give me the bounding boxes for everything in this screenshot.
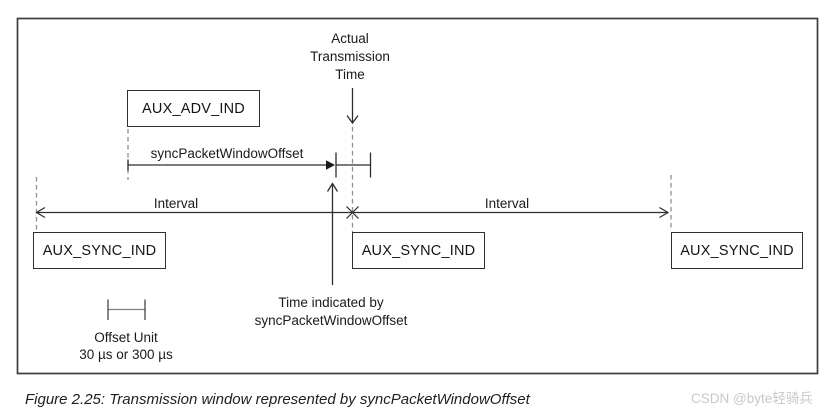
aux-sync-ind-label-3: AUX_SYNC_IND	[680, 242, 794, 259]
actual-transmission-line1: Actual	[331, 31, 369, 46]
figure-caption: Figure 2.25: Transmission window represe…	[25, 391, 530, 408]
offset-unit-label: Offset Unit 30 µs or 300 µs	[79, 329, 173, 363]
aux-sync-ind-box-1: AUX_SYNC_IND	[33, 232, 166, 269]
time-indicated-up-arrow	[326, 182, 339, 285]
watermark: CSDN @byte轻骑兵	[691, 391, 813, 406]
offset-unit-line2: 30 µs or 300 µs	[79, 347, 173, 362]
time-indicated-label: Time indicated by syncPacketWindowOffset	[255, 294, 408, 330]
aux-sync-ind-label-2: AUX_SYNC_IND	[361, 242, 476, 259]
aux-sync-ind-box-3: AUX_SYNC_IND	[671, 232, 803, 269]
interval-left-label: Interval	[153, 196, 199, 211]
aux-sync-ind-box-2: AUX_SYNC_IND	[352, 232, 485, 269]
actual-transmission-line2: Transmission	[310, 49, 390, 64]
aux-sync-ind-label-1: AUX_SYNC_IND	[42, 242, 157, 259]
interval-right-label: Interval	[484, 196, 530, 211]
interval-double-arrow	[35, 206, 670, 219]
offset-unit-marker	[107, 299, 146, 320]
actual-transmission-line3: Time	[335, 67, 365, 82]
diagram-outer-border	[16, 17, 819, 375]
time-indicated-line1: Time indicated by	[278, 295, 384, 310]
sync-packet-window-offset-label: syncPacketWindowOffset	[150, 146, 304, 161]
offset-unit-line1: Offset Unit	[94, 330, 158, 345]
time-indicated-line2: syncPacketWindowOffset	[254, 313, 408, 328]
sync-packet-window-offset-arrow	[127, 159, 335, 171]
aux-adv-ind-box: AUX_ADV_IND	[127, 90, 260, 127]
actual-transmission-down-arrow	[346, 88, 359, 125]
actual-transmission-time-label: Actual Transmission Time	[310, 30, 390, 84]
aux-adv-ind-label: AUX_ADV_IND	[142, 100, 245, 117]
transmission-window-bracket	[335, 152, 372, 178]
